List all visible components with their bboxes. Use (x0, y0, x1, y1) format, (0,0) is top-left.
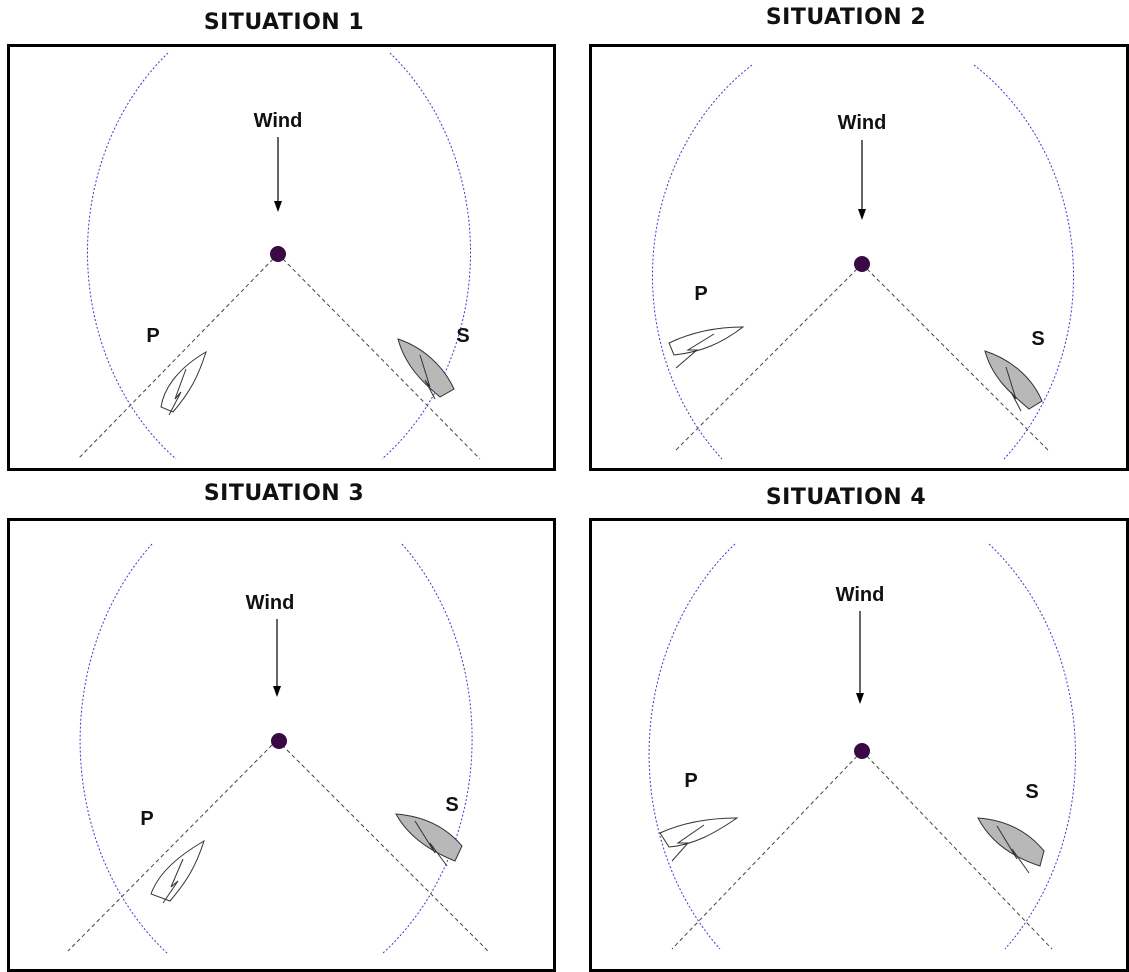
situation-3-panel: Wind P S (7, 518, 556, 972)
starboard-boat-label: S (1025, 781, 1038, 803)
starboard-boat (397, 338, 455, 400)
wind-arrow-head (856, 693, 864, 704)
mark-buoy (270, 246, 286, 262)
mark-buoy (854, 256, 870, 272)
zone-circle-left-arc (86, 52, 177, 460)
port-boat-label: P (140, 808, 153, 830)
situation-2-title: SITUATION 2 (765, 5, 927, 30)
zone-circle-left-arc (79, 543, 169, 955)
zone-circle-right-arc (381, 543, 473, 955)
wind-arrow-head (274, 201, 282, 212)
situation-4-panel: Wind P S (589, 518, 1129, 972)
zone-circle-left-arc (648, 543, 736, 950)
situation-4-title: SITUATION 4 (765, 485, 927, 510)
port-boat (659, 817, 739, 862)
starboard-layline (276, 739, 489, 952)
situation-1-title: SITUATION 1 (203, 10, 365, 35)
situation-2-panel: Wind P S (589, 44, 1129, 471)
starboard-layline (861, 750, 1053, 950)
situation-3-diagram: Wind P S (67, 543, 489, 955)
situation-3-title: SITUATION 3 (203, 481, 365, 506)
wind-label: Wind (246, 592, 295, 614)
starboard-boat (977, 817, 1045, 874)
port-layline (67, 739, 278, 952)
starboard-boat-label: S (456, 325, 469, 347)
port-layline (671, 750, 863, 950)
situation-4-diagram: Wind P S (648, 543, 1076, 950)
starboard-layline (277, 253, 481, 460)
port-boat-label: P (146, 325, 159, 347)
situation-1-diagram: Wind P S (77, 52, 481, 460)
mark-buoy (854, 743, 870, 759)
zone-circle-right-arc (381, 52, 472, 460)
zone-circle-right-arc (973, 64, 1074, 460)
port-layline (77, 253, 279, 460)
wind-label: Wind (836, 584, 885, 606)
situation-2-diagram: Wind P S (652, 64, 1074, 460)
starboard-boat (395, 813, 463, 867)
port-layline (673, 263, 863, 453)
port-boat (160, 350, 207, 416)
wind-label: Wind (254, 110, 303, 132)
zone-circle-right-arc (988, 543, 1076, 950)
port-boat (150, 839, 205, 904)
situation-1-panel: Wind P S (7, 44, 556, 471)
port-boat-label: P (694, 283, 707, 305)
zone-circle-left-arc (652, 64, 753, 460)
port-boat-label: P (684, 770, 697, 792)
mark-buoy (271, 733, 287, 749)
starboard-boat-label: S (445, 794, 458, 816)
starboard-boat (984, 350, 1043, 412)
starboard-layline (861, 263, 1051, 453)
wind-arrow-head (273, 686, 281, 697)
wind-arrow-head (858, 209, 866, 220)
port-boat (668, 326, 745, 369)
wind-label: Wind (838, 112, 887, 134)
starboard-boat-label: S (1031, 328, 1044, 350)
